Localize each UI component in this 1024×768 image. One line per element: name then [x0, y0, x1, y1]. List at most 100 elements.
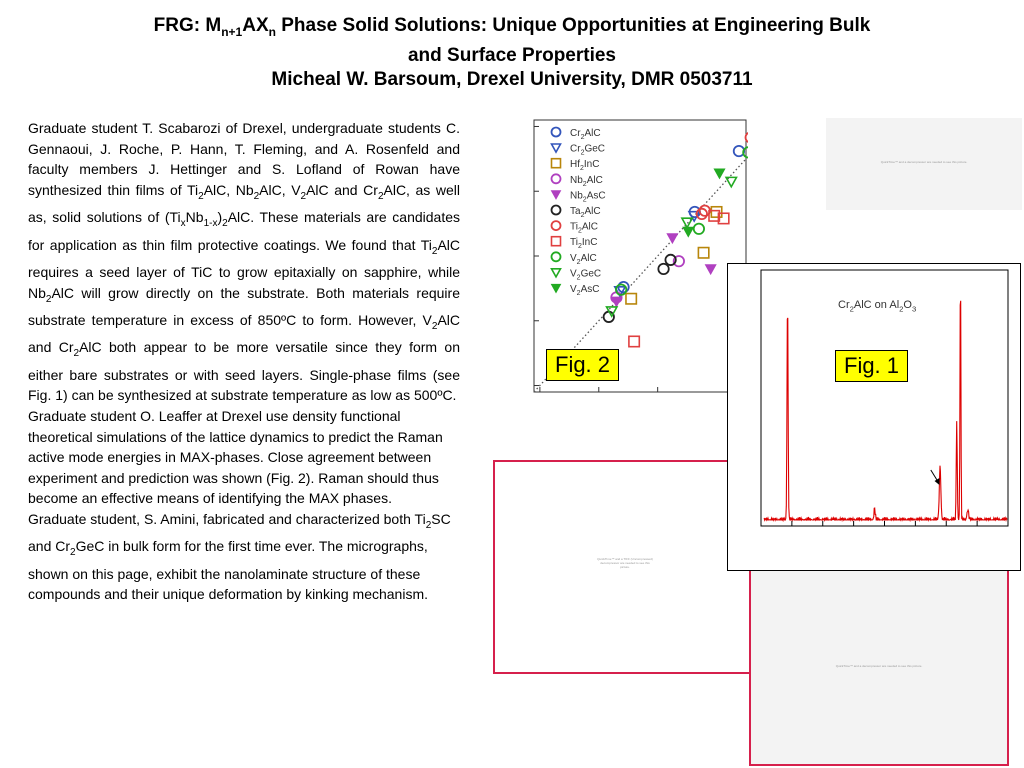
fig2-point [710, 205, 723, 218]
text-run: GeC [584, 144, 605, 155]
subscript: 2 [198, 190, 204, 202]
fig2-point [628, 335, 641, 348]
text-run: AlC, as well as, solid solutions of (Ti [28, 181, 460, 226]
fig1-label: Fig. 1 [835, 350, 909, 382]
placeholder-text: QuickTime™ and a decompressor are needed… [835, 664, 923, 668]
fig2-point [625, 292, 638, 305]
fig2-legend-marker [550, 235, 562, 247]
fig2-legend-label: V2AsC [570, 284, 599, 297]
title-line-2: and Surface Properties [407, 44, 617, 66]
fig2-point [704, 264, 717, 276]
text-run: InC [582, 237, 598, 248]
text-run: SC and Cr [28, 510, 451, 555]
text-run: Graduate student T. Scabarozi of Drexel,… [28, 120, 460, 198]
subscript: 2 [377, 190, 384, 202]
fig2-point [680, 217, 694, 230]
fig2-legend-label: Cr2GeC [570, 144, 605, 157]
fig1-title-line-1: Cr2AlC on Al2O3 [838, 299, 916, 313]
subscript: 2 [583, 181, 587, 188]
text-run: Hf [570, 159, 580, 170]
text-run: Graduate student, S. Amini, fabricated a… [28, 510, 426, 527]
text-run: AlC on Al [854, 299, 899, 311]
fig2-legend-marker [550, 220, 562, 231]
subscript: 2 [425, 519, 432, 531]
subscript: 2 [581, 212, 585, 219]
fig2-legend-label: Ta2AlC [570, 206, 601, 219]
fig2-point [713, 168, 726, 180]
fig2-point [744, 131, 757, 144]
fig2-point [724, 176, 738, 189]
subscript: 2 [578, 228, 582, 235]
subscript: 2 [899, 304, 903, 313]
fig2-point [717, 212, 730, 225]
text-run: AlC and Cr [306, 181, 378, 198]
image-placeholder-bottom-right: QuickTime™ and a decompressor are needed… [749, 566, 1009, 766]
fig2-legend-label: Cr2AlC [570, 128, 601, 141]
text-run: ) [217, 209, 223, 226]
fig2-legend-marker [550, 126, 562, 138]
fig1-plot-area [760, 269, 1009, 527]
placeholder-text: QuickTime™ and a decompressor are needed… [880, 160, 968, 164]
text-run: AsC [587, 190, 606, 201]
subscript: 2 [253, 190, 260, 202]
text-run: AlC [581, 253, 597, 264]
text-run: GeC [581, 268, 602, 279]
fig2-point [672, 255, 685, 268]
text-run: O [903, 299, 912, 311]
text-run: Nb [185, 209, 204, 226]
subscript: 3 [912, 304, 916, 313]
image-placeholder-middle: QuickTime™ and a TIFF (Uncompressed) dec… [493, 460, 755, 674]
subscript: 2 [222, 217, 228, 229]
fig2-legend-marker [550, 268, 562, 279]
text-run: AlC [582, 222, 598, 233]
text-run: Ti [570, 222, 578, 233]
text-run: AlC and Cr [28, 311, 460, 356]
placeholder-text: QuickTime™ and a TIFF (Uncompressed) dec… [597, 557, 653, 569]
fig1-svg: Cr2AlC on Al2O3 [760, 269, 1009, 527]
text-run: AlC. These materials are candidates for … [28, 209, 460, 253]
fig1-spectrum-line [763, 300, 1008, 523]
fig2-point [615, 283, 628, 296]
subscript: 2 [850, 304, 854, 313]
fig1-xrd-chart: Cr2AlC on Al2O3 [727, 263, 1021, 571]
subscript: 2 [578, 243, 582, 250]
fig2-legend-label: Nb2AlC [570, 175, 603, 188]
fig2-point [692, 222, 705, 235]
fig2-legend-label: Nb2AsC [570, 190, 606, 203]
text-run: Ti [570, 237, 578, 248]
fig2-legend-marker [550, 251, 562, 263]
fig2-legend-marker [550, 204, 562, 216]
text-run: AsC [581, 284, 600, 295]
subscript: 2 [580, 165, 584, 172]
text-run: GeC in bulk form for the first time ever… [28, 538, 429, 603]
text-run: AlC, Nb [203, 181, 254, 198]
text-run: AlC, V [259, 181, 301, 198]
subscript: 2 [73, 348, 80, 360]
fig2-legend-marker [550, 157, 562, 169]
fig2-point [695, 207, 708, 221]
subscript: 2 [431, 320, 438, 332]
fig2-point [605, 306, 619, 318]
text-run: Cr [570, 144, 581, 155]
fig2-legend-marker [550, 283, 562, 294]
text-run: AlC [587, 175, 603, 186]
fig2-legend-label: Hf2InC [570, 159, 599, 172]
fig2-legend-marker [550, 173, 562, 185]
fig2-point [664, 253, 677, 266]
paragraph-bulk: Graduate student, S. Amini, fabricated a… [28, 509, 460, 605]
subscript: 2 [577, 290, 581, 297]
fig2-legend-label: V2GeC [570, 268, 601, 281]
subscript: 1-x [203, 217, 218, 229]
text-run: V [570, 253, 577, 264]
fig2-legend-label: Ti2InC [570, 237, 597, 250]
subscript: 2 [581, 150, 585, 157]
title-line-1: FRG: Mn+1AXn Phase Solid Solutions: Uniq… [153, 15, 871, 39]
subscript: 2 [300, 190, 307, 202]
text-run: Nb [570, 190, 583, 201]
fig2-legend-label: Ti2AlC [570, 222, 598, 235]
fig2-point [666, 233, 679, 245]
fig2-svg: Cr2AlCCr2GeCHf2InCNb2AlCNb2AsCTa2AlCTi2A… [533, 119, 757, 393]
paragraph-thin-films: Graduate student T. Scabarozi of Drexel,… [28, 118, 460, 406]
text-run: Cr [838, 299, 850, 311]
